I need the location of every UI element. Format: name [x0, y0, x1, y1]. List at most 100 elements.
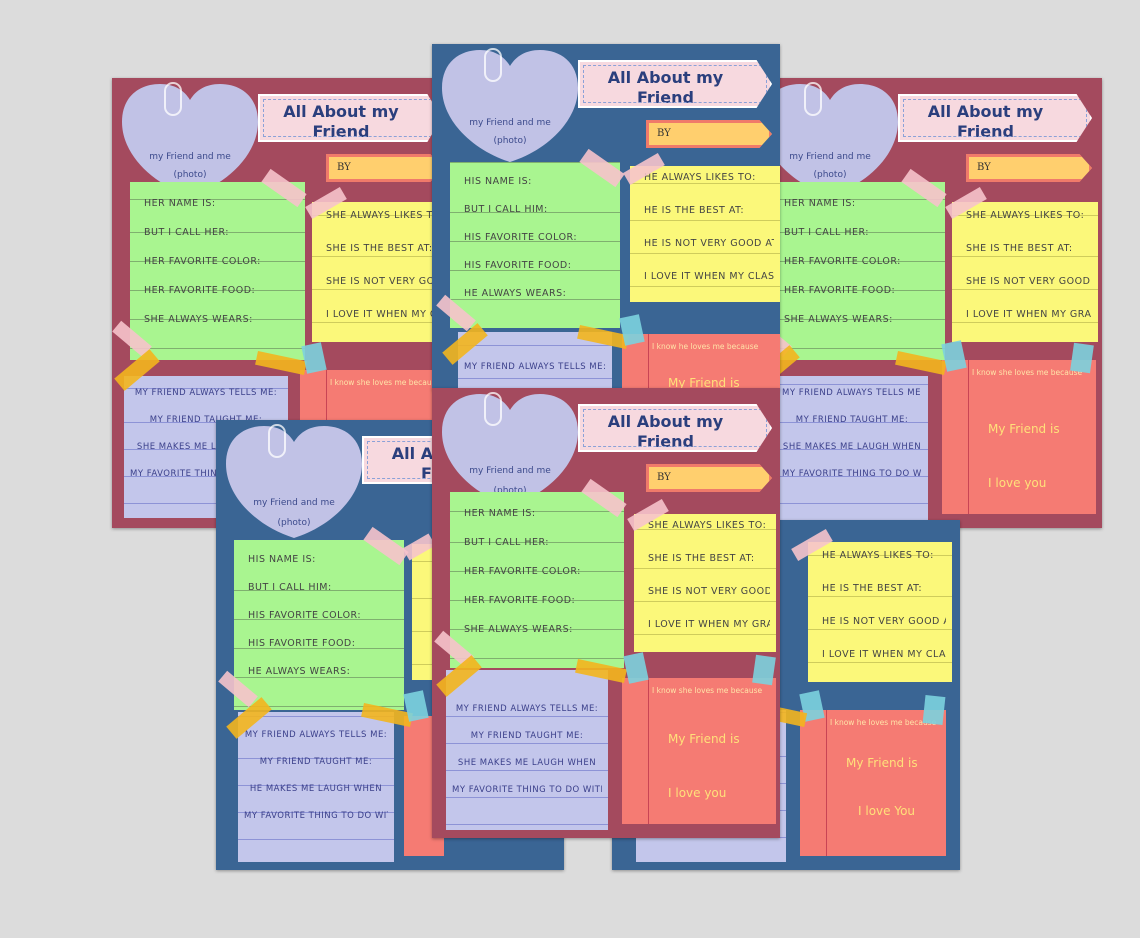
heart-caption: my Friend and me	[149, 152, 231, 162]
note-text: I love you	[988, 476, 1047, 490]
title-banner: All About my Friend	[578, 404, 772, 452]
title-banner: All About my Friend	[258, 94, 442, 142]
salmon-note: I know he loves me because My Friend is	[622, 334, 780, 390]
page-title: All About my Friend	[607, 412, 724, 451]
note-line: MY FRIEND ALWAYS TELLS ME:	[782, 388, 922, 398]
note-header: I know she loves me because	[972, 368, 1083, 377]
note-text: I love You	[858, 804, 916, 818]
note-line: SHE MAKES ME LAUGH WHEN	[457, 758, 597, 768]
note-line: HE ALWAYS WEARS:	[464, 288, 567, 299]
green-note: HER NAME IS: BUT I CALL HER: HER FAVORIT…	[770, 182, 945, 360]
note-line: SHE IS NOT VERY GOOD AT:	[648, 586, 770, 597]
note-line: HE ALWAYS LIKES TO:	[822, 550, 934, 561]
heart-photo-label: (photo)	[493, 136, 527, 146]
heart-photo-frame: my Friend and me (photo)	[762, 84, 898, 196]
note-line: I LOVE IT WHEN MY GRANDMA	[326, 309, 436, 320]
note-line: HER FAVORITE FOOD:	[784, 285, 896, 296]
heart-caption: my Friend and me	[253, 498, 335, 508]
note-line: MY FAVORITE THING TO DO WITH HER:	[452, 785, 602, 795]
by-field[interactable]: BY	[646, 120, 772, 148]
by-field[interactable]: BY	[966, 154, 1092, 182]
note-line: MY FRIEND ALWAYS TELLS ME:	[244, 730, 388, 740]
note-line: SHE MAKES ME LAUGH WHEN	[782, 442, 922, 452]
title-banner: All About my Friend	[898, 94, 1092, 142]
salmon-note: I know he loves me because My Friend is …	[800, 710, 946, 856]
tape-strip	[922, 695, 946, 725]
margin-line	[648, 334, 649, 390]
note-line: SHE IS THE BEST AT:	[966, 243, 1073, 254]
note-line: HER NAME IS:	[784, 198, 856, 209]
note-line: SHE ALWAYS LIKES TO:	[966, 210, 1085, 221]
yellow-note: SHE ALWAYS LIKES TO: SHE IS THE BEST AT:…	[634, 514, 776, 652]
note-line: HIS NAME IS:	[464, 176, 532, 187]
margin-line	[968, 360, 969, 514]
note-line: MY FRIEND TAUGHT ME:	[470, 731, 584, 741]
note-text: My Friend is	[668, 376, 740, 390]
paperclip-icon	[804, 82, 822, 116]
green-note: HIS NAME IS: BUT I CALL HIM: HIS FAVORIT…	[234, 540, 404, 710]
heart-photo-frame: my Friend and me (photo)	[442, 394, 578, 506]
heart-caption: my Friend and me	[469, 466, 551, 476]
note-line: SHE ALWAYS LIKES TO:	[648, 520, 767, 531]
worksheet-front-center: my Friend and me (photo) All About my Fr…	[432, 388, 780, 838]
note-line: I LOVE IT WHEN MY CLASSMATE	[644, 271, 774, 282]
heart-photo-label: (photo)	[813, 170, 847, 180]
paperclip-icon	[164, 82, 182, 116]
yellow-note: SHE ALWAYS LIKES TO: SHE IS THE BEST AT:…	[312, 202, 442, 342]
heart-photo-label: (photo)	[493, 486, 527, 496]
note-line: MY FAVORITE THING TO DO WITH HER:	[130, 469, 282, 479]
note-line: HIS FAVORITE FOOD:	[248, 638, 356, 649]
paperclip-icon	[484, 392, 502, 426]
heart-photo-frame: my Friend and me (photo)	[226, 426, 362, 538]
note-line: BUT I CALL HIM:	[248, 582, 332, 593]
note-line: HE ALWAYS WEARS:	[248, 666, 351, 677]
paperclip-icon	[484, 48, 502, 82]
note-line: MY FRIEND TAUGHT ME:	[795, 415, 909, 425]
note-line: HER FAVORITE COLOR:	[144, 256, 261, 267]
yellow-note: HE ALWAYS LIKES TO: HE IS THE BEST AT: H…	[808, 542, 952, 682]
note-line: HIS FAVORITE COLOR:	[464, 232, 578, 243]
note-line: I LOVE IT WHEN MY GRANDMA	[966, 309, 1092, 320]
lavender-note: MY FRIEND ALWAYS TELLS ME: MY FRIEND TAU…	[238, 712, 394, 862]
note-line: HIS FAVORITE FOOD:	[464, 260, 572, 271]
note-line: MY FAVORITE THING TO DO WITH HIM:	[244, 811, 388, 821]
note-line: MY FRIEND ALWAYS TELLS ME:	[455, 704, 599, 714]
heart-photo-frame: my Friend and me (photo)	[122, 84, 258, 196]
salmon-note: I know she loves me because My Friend is…	[622, 678, 776, 824]
note-line: MY FRIEND ALWAYS TELLS ME:	[464, 362, 606, 372]
note-line: SHE IS THE BEST AT:	[648, 553, 755, 564]
note-text: My Friend is	[988, 422, 1060, 436]
note-line: SHE IS THE BEST AT:	[326, 243, 433, 254]
note-line: MY FRIEND TAUGHT ME:	[259, 757, 373, 767]
note-line: SHE IS NOT VERY GOOD AT:	[966, 276, 1092, 287]
note-line: BUT I CALL HIM:	[464, 204, 548, 215]
note-line: HE IS THE BEST AT:	[822, 583, 923, 594]
note-line: I LOVE IT WHEN MY CLASSMATE	[822, 649, 946, 660]
by-field[interactable]: BY	[326, 154, 442, 182]
note-line: SHE ALWAYS WEARS:	[464, 624, 573, 635]
note-line: BUT I CALL HER:	[144, 227, 230, 238]
paperclip-icon	[268, 424, 286, 458]
heart-caption: my Friend and me	[469, 118, 551, 128]
note-line: SHE MAKES ME LAUGH WHEN	[136, 442, 276, 452]
green-note: HIS NAME IS: BUT I CALL HIM: HIS FAVORIT…	[450, 162, 620, 328]
note-line: HER FAVORITE COLOR:	[784, 256, 901, 267]
page-title: All About my Friend	[927, 102, 1044, 141]
note-line: HER FAVORITE FOOD:	[464, 595, 576, 606]
note-line: HE MAKES ME LAUGH WHEN	[249, 784, 383, 794]
note-line: MY FRIEND TAUGHT ME:	[149, 415, 263, 425]
lavender-note: MY FRIEND ALWAYS TELLS ME: MY FRIEND TAU…	[776, 376, 928, 522]
note-line: HIS NAME IS:	[248, 554, 316, 565]
note-line: I LOVE IT WHEN MY GRANDMA	[648, 619, 770, 630]
note-line: HER FAVORITE FOOD:	[144, 285, 256, 296]
heart-photo-label: (photo)	[173, 170, 207, 180]
note-line: SHE ALWAYS LIKES TO:	[326, 210, 436, 221]
note-text: I love you	[668, 786, 727, 800]
note-line: HE IS THE BEST AT:	[644, 205, 745, 216]
note-header: I know she loves me because	[652, 686, 763, 695]
note-line: HER NAME IS:	[144, 198, 216, 209]
note-line: BUT I CALL HER:	[464, 537, 550, 548]
by-field[interactable]: BY	[646, 464, 772, 492]
tape-strip	[752, 654, 776, 686]
worksheet-back-right: my Friend and me (photo) All About my Fr…	[752, 78, 1102, 528]
